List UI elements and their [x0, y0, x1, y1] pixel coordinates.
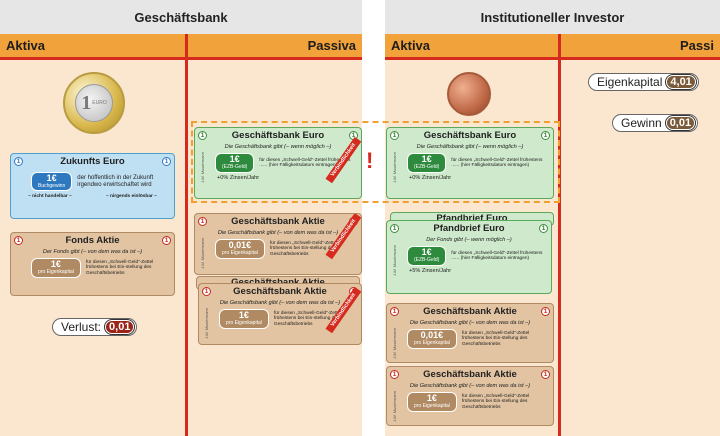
signature: J.M. Mustermann	[392, 328, 397, 359]
gewinn-label: Gewinn	[621, 116, 662, 130]
verlust-oval: Verlust: 0,01	[52, 318, 138, 336]
value-pill: 0,01€pro Eigenkapital	[407, 329, 457, 349]
section-title-investor: Institutioneller Investor	[385, 0, 720, 34]
card-subtitle: Die Geschäftsbank gibt (– von dem was da…	[409, 319, 531, 326]
card-title: Geschäftsbank Aktie	[231, 216, 325, 227]
card-title: Geschäftsbank Aktie	[233, 286, 327, 297]
card-text: für diesen „Schwell-Geld“-Zettel frühest…	[269, 240, 338, 257]
one-euro-coin-icon: 1 EURO	[63, 72, 125, 134]
card-subtitle: Die Geschäftsbank gibt (– von dem was da…	[217, 229, 339, 236]
gb-aktie-card-1: 1 1 Geschäftsbank Aktie Die Geschäftsban…	[194, 213, 362, 275]
highlight-box	[191, 121, 560, 203]
eigenkapital-value: 4,01	[666, 75, 696, 89]
header-passiva-left: Passiva	[186, 34, 362, 60]
card-number: 1	[390, 370, 399, 379]
divider-left	[185, 34, 188, 436]
card-text: für diesen „Schwell-Geld“-Zettel frühest…	[461, 393, 530, 410]
card-number: 1	[198, 131, 207, 140]
card-number: 1	[390, 224, 399, 233]
card-text: für diesen „Schwell-Geld“-Zettel frühest…	[451, 250, 543, 262]
card-title: Zukunfts Euro	[60, 156, 125, 167]
card-number: 1	[390, 307, 399, 316]
verlust-label: Verlust:	[61, 320, 102, 334]
value-pill: 1€(EZB-Geld)	[407, 153, 447, 173]
card-text: für diesen „Schwell-Geld“-Zettel frühest…	[451, 157, 543, 169]
gewinn-value: 0,01	[665, 116, 696, 130]
gb-euro-card-left: 1 1 Geschäftsbank Euro Die Geschäftsbank…	[194, 127, 362, 199]
card-title: Geschäftsbank Euro	[231, 130, 325, 141]
card-number: 1	[539, 224, 548, 233]
card-text: für diesen „Schwell-Geld“-Zettel frühest…	[259, 157, 351, 169]
value-pill: 1€pro Eigenkapital	[407, 392, 457, 412]
signature: J.M. Mustermann	[204, 308, 209, 339]
card-number: 1	[202, 287, 211, 296]
card-number: 1	[198, 217, 207, 226]
card-title: Fonds Aktie	[65, 235, 120, 246]
value-pill: 1€Buchgewinn	[31, 171, 73, 192]
value-pill: 0,01€pro Eigenkapital	[215, 239, 265, 259]
card-number: 1	[162, 236, 171, 245]
gb-aktie-card-r2: 1 1 Geschäftsbank Aktie Die Geschäftsban…	[386, 366, 554, 426]
card-text: für diesen „Schwell-Geld“-Zettel frühest…	[461, 330, 530, 347]
interest-rate: +5% Zinsen/Jahr	[409, 267, 452, 274]
card-text: der hoffentlich in der Zukunft irgendwo …	[77, 174, 154, 188]
interest-rate: +0% Zinsen/Jahr	[409, 174, 452, 181]
gewinn-oval: Gewinn 0,01	[612, 114, 699, 132]
verlust-value: 0,01	[105, 320, 135, 334]
gb-aktie-card-2: 1 1 Geschäftsbank Aktie Die Geschäftsban…	[198, 283, 362, 345]
card-subtitle: Die Geschäftsbank gibt (– wenn möglich –…	[416, 143, 524, 150]
card-number: 1	[14, 236, 23, 245]
header-aktiva-right: Aktiva	[385, 34, 559, 60]
card-subtitle: Der Fonds gibt (– von dem was da ist –)	[42, 248, 143, 255]
card-number: 1	[14, 157, 23, 166]
card-title: Geschäftsbank Aktie	[423, 306, 517, 317]
card-subtitle: Die Geschäftsbank gibt (– von dem was da…	[219, 299, 341, 306]
divider-right	[558, 34, 561, 436]
interest-rate: +0% Zinsen/Jahr	[217, 174, 260, 181]
fonds-aktie-card: 1 1 Fonds Aktie Der Fonds gibt (– von de…	[10, 232, 175, 296]
card-number: 1	[541, 370, 550, 379]
signature: J.M. Mustermann	[392, 245, 397, 276]
header-aktiva-left: Aktiva	[0, 34, 186, 60]
gb-aktie-card-r1: 1 1 Geschäftsbank Aktie Die Geschäftsban…	[386, 303, 554, 363]
eigenkapital-oval: Eigenkapital 4,01	[588, 73, 699, 91]
card-number: 1	[541, 131, 550, 140]
pfandbrief-euro-card: 1 1 Pfandbrief Euro Der Fonds gibt (– we…	[386, 220, 552, 294]
value-pill: 1€pro Eigenkapital	[31, 258, 81, 278]
card-subtitle: Die Geschäftsbank gibt (– wenn möglich –…	[224, 143, 332, 150]
header-passiva-right: Passi	[559, 34, 720, 60]
foot-left: – nicht handelbar –	[28, 194, 72, 200]
card-subtitle: Der Fonds gibt (– wenn möglich –)	[426, 236, 512, 243]
gb-euro-card-right: 1 1 Geschäftsbank Euro Die Geschäftsbank…	[386, 127, 554, 199]
card-number: 1	[162, 157, 171, 166]
card-title: Geschäftsbank Euro	[423, 130, 517, 141]
eigenkapital-label: Eigenkapital	[597, 75, 663, 89]
section-title-geschaeftsbank: Geschäftsbank	[0, 0, 362, 34]
signature: J.M. Mustermann	[200, 238, 205, 269]
foot-right: – nirgends einlösbar –	[105, 194, 157, 200]
card-title: Geschäftsbank Aktie	[423, 369, 517, 380]
card-text: für diesen „Schwell-Geld“-Zettel frühest…	[273, 310, 342, 327]
signature: J.M. Mustermann	[392, 391, 397, 422]
card-number: 1	[541, 307, 550, 316]
card-title: Pfandbrief Euro	[436, 213, 508, 224]
signature: J.M. Mustermann	[200, 152, 205, 183]
card-title: Geschäftsbank Aktie	[197, 277, 359, 289]
card-title: Pfandbrief Euro	[433, 223, 505, 234]
one-cent-coin-icon	[447, 72, 491, 116]
signature: J.M. Mustermann	[392, 152, 397, 183]
value-pill: 1€pro Eigenkapital	[219, 309, 269, 329]
value-pill: 1€(EZB-Geld)	[215, 153, 255, 173]
card-subtitle: Die Geschäftsbank gibt (– von dem was da…	[409, 382, 531, 389]
card-number: 1	[390, 131, 399, 140]
card-text: für diesen „Schwell-Geld“-Zettel frühest…	[85, 259, 154, 276]
value-pill: 1€(EZB-Geld)	[407, 246, 447, 266]
zukunfts-euro-card: 1 1 Zukunfts Euro 1€Buchgewinn der hoffe…	[10, 153, 175, 219]
exclamation-mark: !	[366, 148, 374, 173]
